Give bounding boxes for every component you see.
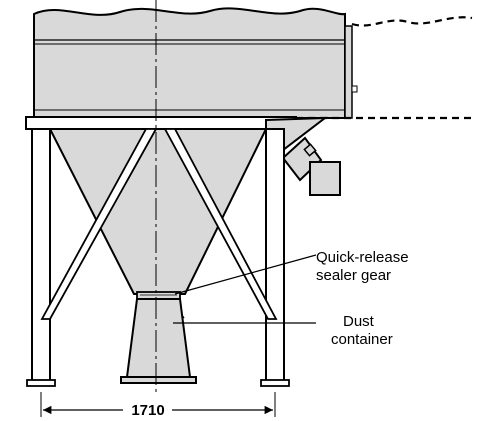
dust-container-label-line1: Dust — [343, 313, 375, 330]
sealer-gear-label-line1: Quick-release — [316, 249, 409, 266]
dust-container — [120, 298, 197, 384]
upper-housing — [33, 7, 358, 119]
cross-braces — [40, 128, 278, 320]
support-legs — [26, 128, 290, 387]
sealer-gear-label-line2: sealer gear — [316, 267, 391, 284]
width-dimension-value: 1710 — [131, 402, 164, 419]
frame-beam — [25, 116, 297, 130]
width-dimension: 1710 — [40, 392, 276, 419]
hopper-cone — [48, 128, 268, 295]
side-valve — [281, 136, 341, 196]
dust-container-label-line2: container — [331, 331, 393, 348]
sealer-gear-leader — [174, 254, 317, 295]
